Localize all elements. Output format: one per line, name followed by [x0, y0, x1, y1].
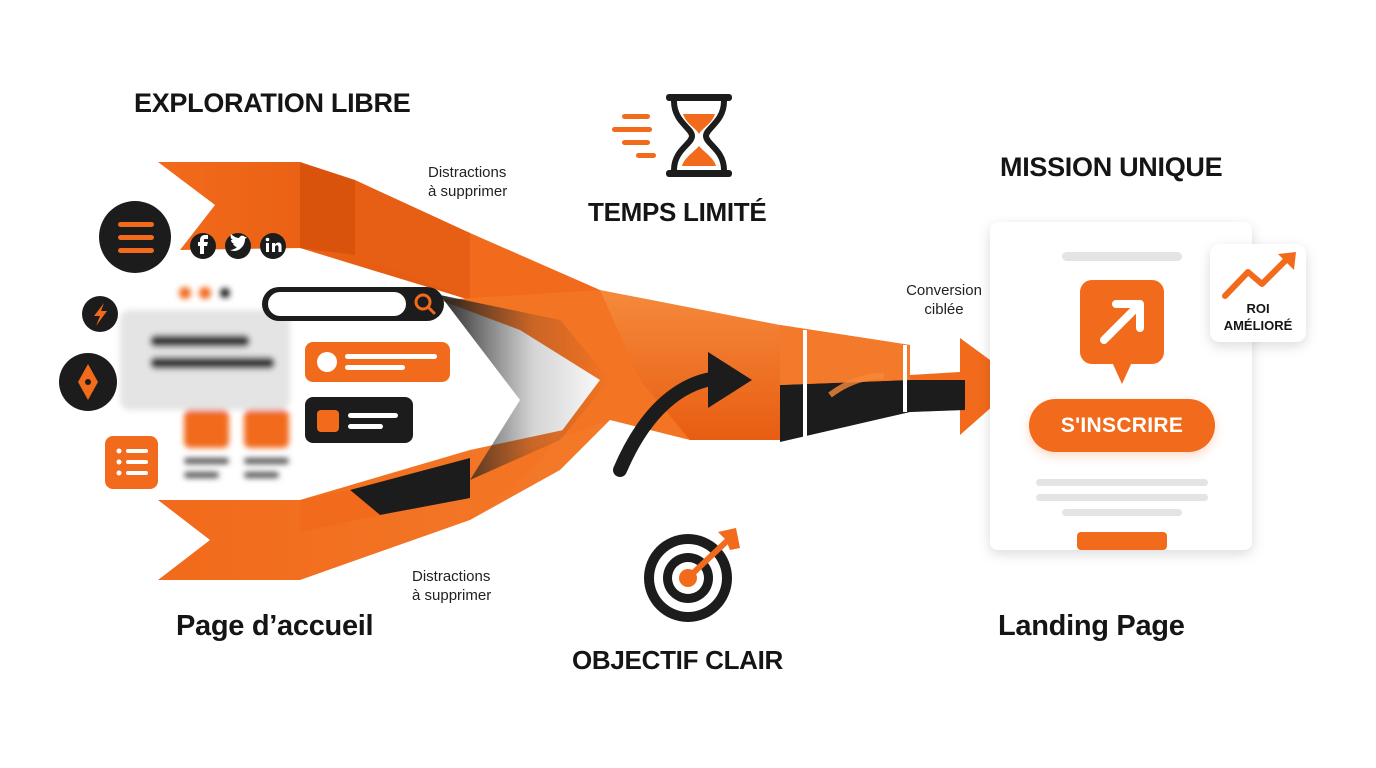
- hourglass-icon: [612, 94, 732, 177]
- heading-mission-unique: MISSION UNIQUE: [1000, 152, 1223, 182]
- heading-objectif-clair: OBJECTIF CLAIR: [572, 645, 784, 675]
- funnel-convergence: [440, 290, 780, 520]
- heading-landing-page: Landing Page: [998, 610, 1185, 642]
- roi-label: ROI AMÉLIORÉ: [1223, 301, 1293, 333]
- orange-card: [305, 342, 450, 382]
- heading-page-accueil: Page d’accueil: [176, 610, 374, 642]
- target-icon: [644, 528, 740, 622]
- funnel-shaft: [780, 325, 1020, 442]
- note-conversion-ciblee: Conversion ciblée: [906, 282, 982, 318]
- heading-temps-limite: TEMPS LIMITÉ: [588, 197, 767, 227]
- signup-button[interactable]: S'INSCRIRE: [1029, 399, 1215, 452]
- twitter-icon: [225, 233, 251, 259]
- search-bar: [262, 287, 444, 321]
- homepage-clutter: [59, 201, 450, 489]
- search-icon: [414, 293, 436, 315]
- compass-icon: [59, 353, 117, 411]
- facebook-icon: [190, 233, 216, 259]
- roi-card: [1210, 244, 1306, 342]
- menu-icon: [99, 201, 171, 273]
- bolt-icon: [82, 296, 118, 332]
- dark-card: [305, 397, 413, 443]
- note-distractions-bottom: Distractions à supprimer: [412, 568, 492, 604]
- arrow-up-right-icon: [1080, 280, 1164, 384]
- note-distractions-top: Distractions à supprimer: [428, 164, 508, 200]
- list-icon: [105, 436, 158, 489]
- landing-page-card: [990, 222, 1252, 550]
- trend-up-icon: [1222, 252, 1296, 299]
- blurred-page: [120, 287, 290, 478]
- linkedin-icon: [260, 233, 286, 259]
- heading-exploration-libre: EXPLORATION LIBRE: [134, 88, 411, 118]
